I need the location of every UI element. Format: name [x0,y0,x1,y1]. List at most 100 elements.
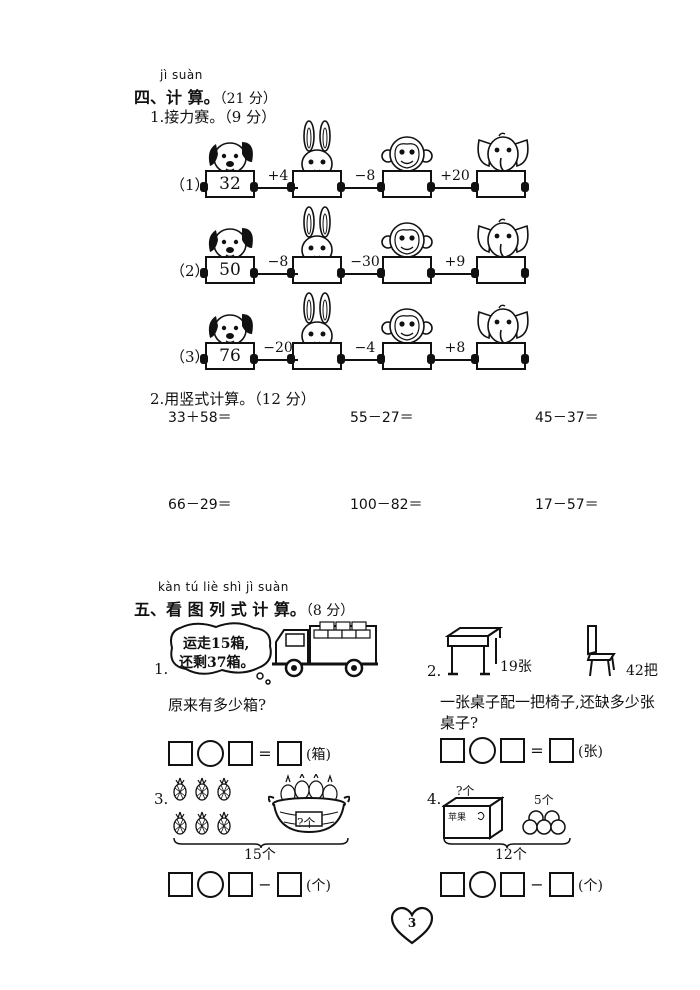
p1-operator-circle[interactable] [197,740,224,767]
calc-2: 55－27＝ [350,410,414,426]
sec5-title-text: 五、看 图 列 式 计 算 [134,600,290,619]
relay-operation: +9 [444,254,466,270]
relay-answer-box[interactable] [476,342,526,370]
paw [200,268,208,278]
p3-sign: − [258,875,272,894]
p4-total: 12个 [495,847,527,863]
relay-arrow-line [258,187,298,189]
p4-box-text: 苹果 [448,813,467,823]
p4-answer-box-2[interactable] [500,872,525,897]
relay-operation: +20 [440,168,470,184]
paw [521,268,529,278]
p2-answer-box-1[interactable] [440,738,465,763]
relay-answer-box[interactable] [292,170,342,198]
p1-answer-box-2[interactable] [228,741,253,766]
p1-speech-bubble [170,622,272,685]
apple-box-icon [442,796,504,840]
paw [427,354,435,364]
sec4-title: 四、计 算。（21 分） [134,84,277,108]
relay-operation: −4 [354,340,376,356]
q1-title: 1.接力赛。（9 分） [150,108,277,126]
dog-icon [204,132,256,182]
relay-answer-box[interactable] [382,256,432,284]
p4-equation: − (个) [440,871,603,898]
relay-answer-box[interactable] [292,256,342,284]
p3-number: 3. [154,790,169,808]
p3-equation: − (个) [168,871,331,898]
p1-number: 1. [154,660,169,678]
paw [250,182,258,192]
paw [427,182,435,192]
p1-bubble-line2: 还剩37箱。 [179,655,255,671]
relay-row-label: （2） [170,262,210,280]
elephant-icon [475,218,531,268]
p2-equals-sign: = [530,741,544,760]
relay-answer-box[interactable] [382,342,432,370]
p1-answer-box-1[interactable] [168,741,193,766]
relay-arrow-line [258,273,298,275]
relay-arrow-line [435,359,475,361]
relay-operation: +8 [444,340,466,356]
q2-title: 2.用竖式计算。（12 分） [150,390,316,408]
p2-operator-circle[interactable] [469,737,496,764]
paw [337,268,345,278]
pineapples-icon [173,777,231,835]
relay-answer-box[interactable] [382,170,432,198]
relay-start-value: 32 [205,170,255,198]
p2-question-line2: 桌子? [440,714,479,732]
elephant-icon [475,304,531,354]
elephant-icon [475,132,531,182]
p4-unit: (个) [578,877,603,894]
paw [337,354,345,364]
p4-box-label: ?个 [456,784,475,798]
p3-answer-box-2[interactable] [228,872,253,897]
relay-answer-box[interactable] [292,342,342,370]
relay-operation: −20 [263,340,293,356]
relay-arrow-line [345,273,385,275]
calc-6: 17－57＝ [535,497,599,513]
chair-icon [586,625,616,677]
relay-answer-box[interactable] [476,256,526,284]
paw [200,182,208,192]
relay-arrow-line [258,359,298,361]
p2-unit: (张) [578,743,603,760]
relay-row-label: （1） [170,176,210,194]
p2-question-line1: 一张桌子配一把椅子,还缺多少张 [440,693,655,711]
paw [521,182,529,192]
p2-answer-box-2[interactable] [500,738,525,763]
sec5-title-dot: 。 [289,600,306,619]
monkey-icon [381,304,433,354]
p3-total-brace [173,837,349,848]
sec4-points: （21 分） [219,91,277,107]
sec5-title: 五、看 图 列 式 计 算。（8 分） [134,596,354,620]
paw [471,268,479,278]
p1-unit: (箱) [306,746,331,763]
p3-answer-box-1[interactable] [168,872,193,897]
relay-start-value: 76 [205,342,255,370]
relay-operation: −8 [267,254,289,270]
p1-equals-sign: = [258,744,272,763]
p1-answer-box-3[interactable] [277,741,302,766]
p2-answer-box-3[interactable] [549,738,574,763]
p4-operator-circle[interactable] [469,871,496,898]
p4-sign: − [530,875,544,894]
p4-total-brace [443,837,571,848]
paw [200,354,208,364]
p2-chair-count: 42把 [626,663,658,679]
paw [521,354,529,364]
relay-operation: −8 [354,168,376,184]
calc-5: 100－82＝ [350,497,423,513]
paw [471,182,479,192]
p4-answer-box-1[interactable] [440,872,465,897]
p4-answer-box-3[interactable] [549,872,574,897]
p3-operator-circle[interactable] [197,871,224,898]
relay-answer-box[interactable] [476,170,526,198]
paw [471,354,479,364]
p2-desk-count: 19张 [500,659,532,675]
page-number: 3 [407,916,417,930]
dog-icon [204,304,256,354]
p1-question: 原来有多少箱? [168,696,267,714]
p3-answer-box-3[interactable] [277,872,302,897]
p1-equation: = (箱) [168,740,331,767]
relay-arrow-line [345,359,385,361]
